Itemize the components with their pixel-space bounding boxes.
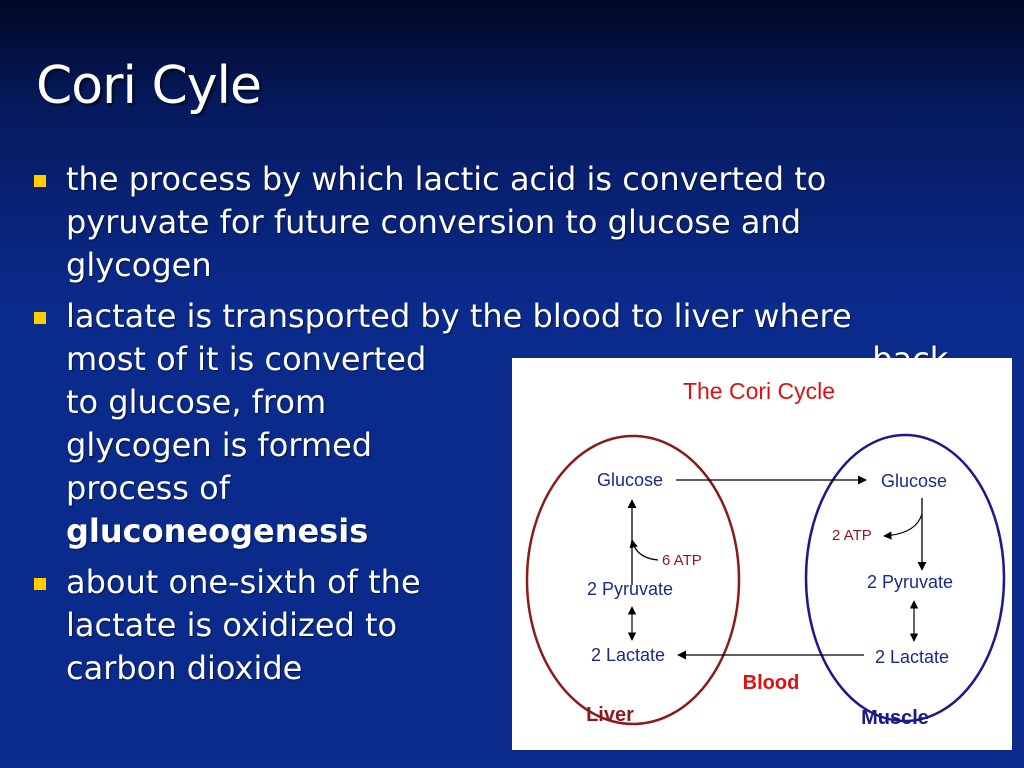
blood-label: Blood [743, 672, 800, 694]
muscle-glucose-label: Glucose [881, 471, 947, 491]
bullet-2-line-1: lactate is transported by the blood to l… [66, 297, 852, 335]
muscle-atp-curve-arrow [883, 513, 923, 540]
bullet-item-1: the process by which lactic acid is conv… [30, 158, 1010, 287]
square-bullet-icon [34, 175, 46, 187]
slide-title: Cori Cyle [36, 56, 262, 116]
square-bullet-icon [34, 578, 46, 590]
liver-pyruvate-label: 2 Pyruvate [587, 579, 673, 599]
bullet-item-2: lactate is transported by the blood to l… [30, 295, 1010, 553]
square-bullet-icon [34, 312, 46, 324]
muscle-ellipse [804, 433, 1006, 723]
bullet-list: the process by which lactic acid is conv… [30, 158, 1010, 698]
diagram-title: The Cori Cycle [683, 378, 835, 404]
muscle-atp-label: 2 ATP [832, 527, 872, 544]
cori-cycle-svg: The Cori Cycle Glucose 6 ATP 2 Pyruvate … [525, 378, 1006, 729]
liver-label: Liver [586, 704, 634, 726]
bullet-3-line-3: carbon dioxide [66, 649, 303, 687]
bullet-1-line-1: the process by which lactic acid is conv… [66, 160, 827, 198]
liver-glucose-label: Glucose [597, 470, 663, 490]
bullet-2-line-3: to glucose, from [66, 383, 327, 421]
liver-atp-curve-arrow [629, 539, 659, 561]
bullet-3-line-1: about one-sixth of the [66, 563, 421, 601]
bullet-1-line-3: glycogen [66, 246, 212, 284]
liver-ellipse [525, 434, 741, 726]
liver-lactate-label: 2 Lactate [591, 645, 665, 665]
bullet-3-line-2: lactate is oxidized to [66, 606, 398, 644]
bullet-2-bold-term: gluconeogenesis [66, 512, 369, 550]
bullet-1-line-2: pyruvate for future conversion to glucos… [66, 203, 802, 241]
bullet-2-line-4: glycogen is formed [66, 426, 373, 464]
bullet-item-3: about one-sixth of the lactate is oxidiz… [30, 561, 1010, 690]
cori-cycle-diagram: The Cori Cycle Glucose 6 ATP 2 Pyruvate … [512, 358, 1012, 750]
liver-atp-label: 6 ATP [662, 552, 702, 569]
muscle-pyruvate-label: 2 Pyruvate [867, 572, 953, 592]
muscle-label: Muscle [861, 707, 929, 729]
muscle-lactate-label: 2 Lactate [875, 647, 949, 667]
bullet-2-line-5: process of [66, 469, 230, 507]
